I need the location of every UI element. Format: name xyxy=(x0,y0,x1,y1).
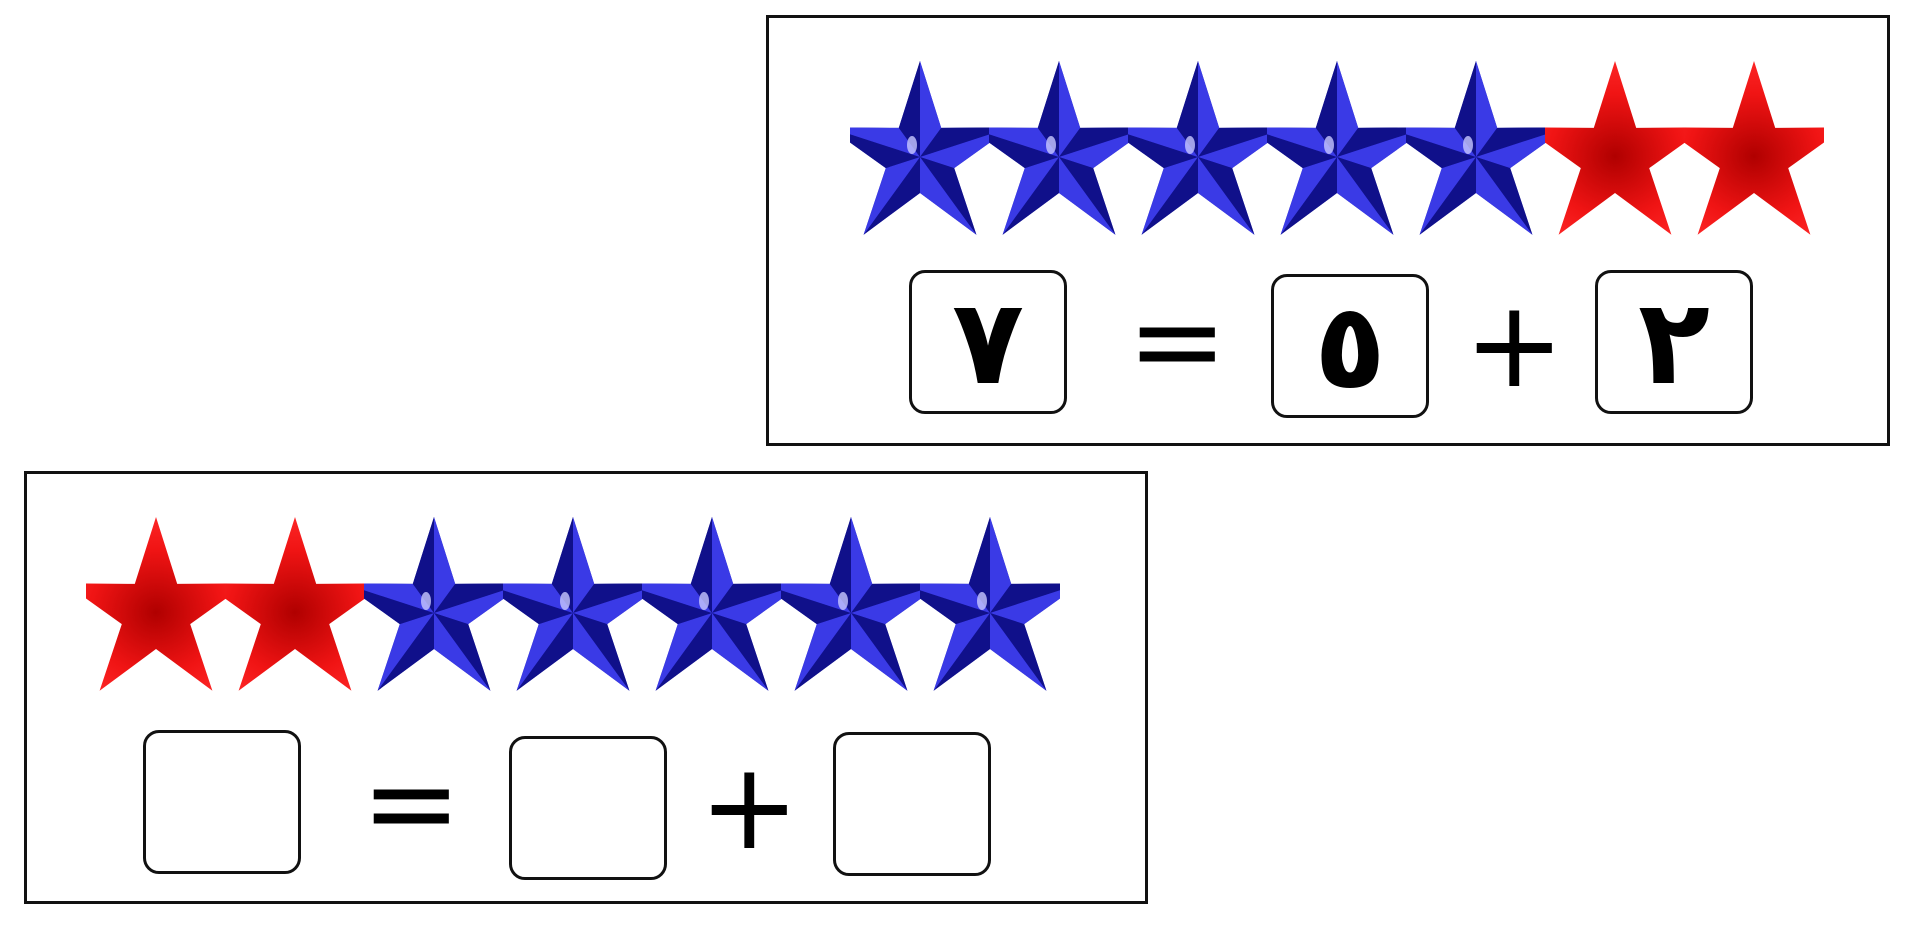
exercise-panel: = + xyxy=(24,471,1148,904)
red-star-icon xyxy=(1684,61,1824,235)
blue-star-icon xyxy=(1128,61,1268,235)
blue-star-icon xyxy=(781,517,921,691)
blue-star-icon xyxy=(364,517,504,691)
blue-star-icon xyxy=(850,61,990,235)
blue-star-icon xyxy=(503,517,643,691)
blue-star-icon xyxy=(920,517,1060,691)
star-row xyxy=(850,53,1824,241)
blue-star-icon xyxy=(989,61,1129,235)
equation-row: ٧ = ٥ + ٢ xyxy=(769,268,1887,418)
plus-sign: + xyxy=(699,738,800,877)
red-star-icon xyxy=(225,517,365,691)
example-panel: ٧ = ٥ + ٢ xyxy=(766,15,1890,446)
plus-sign: + xyxy=(1464,276,1565,415)
blue-star-icon xyxy=(642,517,782,691)
equals-sign: = xyxy=(1127,272,1228,411)
addend-box-b: ٢ xyxy=(1595,270,1753,414)
equals-sign: = xyxy=(361,734,462,873)
blue-star-icon xyxy=(1406,61,1546,235)
star-row xyxy=(86,509,1060,697)
addend-answer-box-b[interactable] xyxy=(833,732,991,876)
result-answer-box[interactable] xyxy=(143,730,301,874)
red-star-icon xyxy=(86,517,226,691)
red-star-icon xyxy=(1545,61,1685,235)
addend-box-a: ٥ xyxy=(1271,274,1429,418)
equation-row: = + xyxy=(27,730,1145,880)
blue-star-icon xyxy=(1267,61,1407,235)
addend-answer-box-a[interactable] xyxy=(509,736,667,880)
result-box: ٧ xyxy=(909,270,1067,414)
